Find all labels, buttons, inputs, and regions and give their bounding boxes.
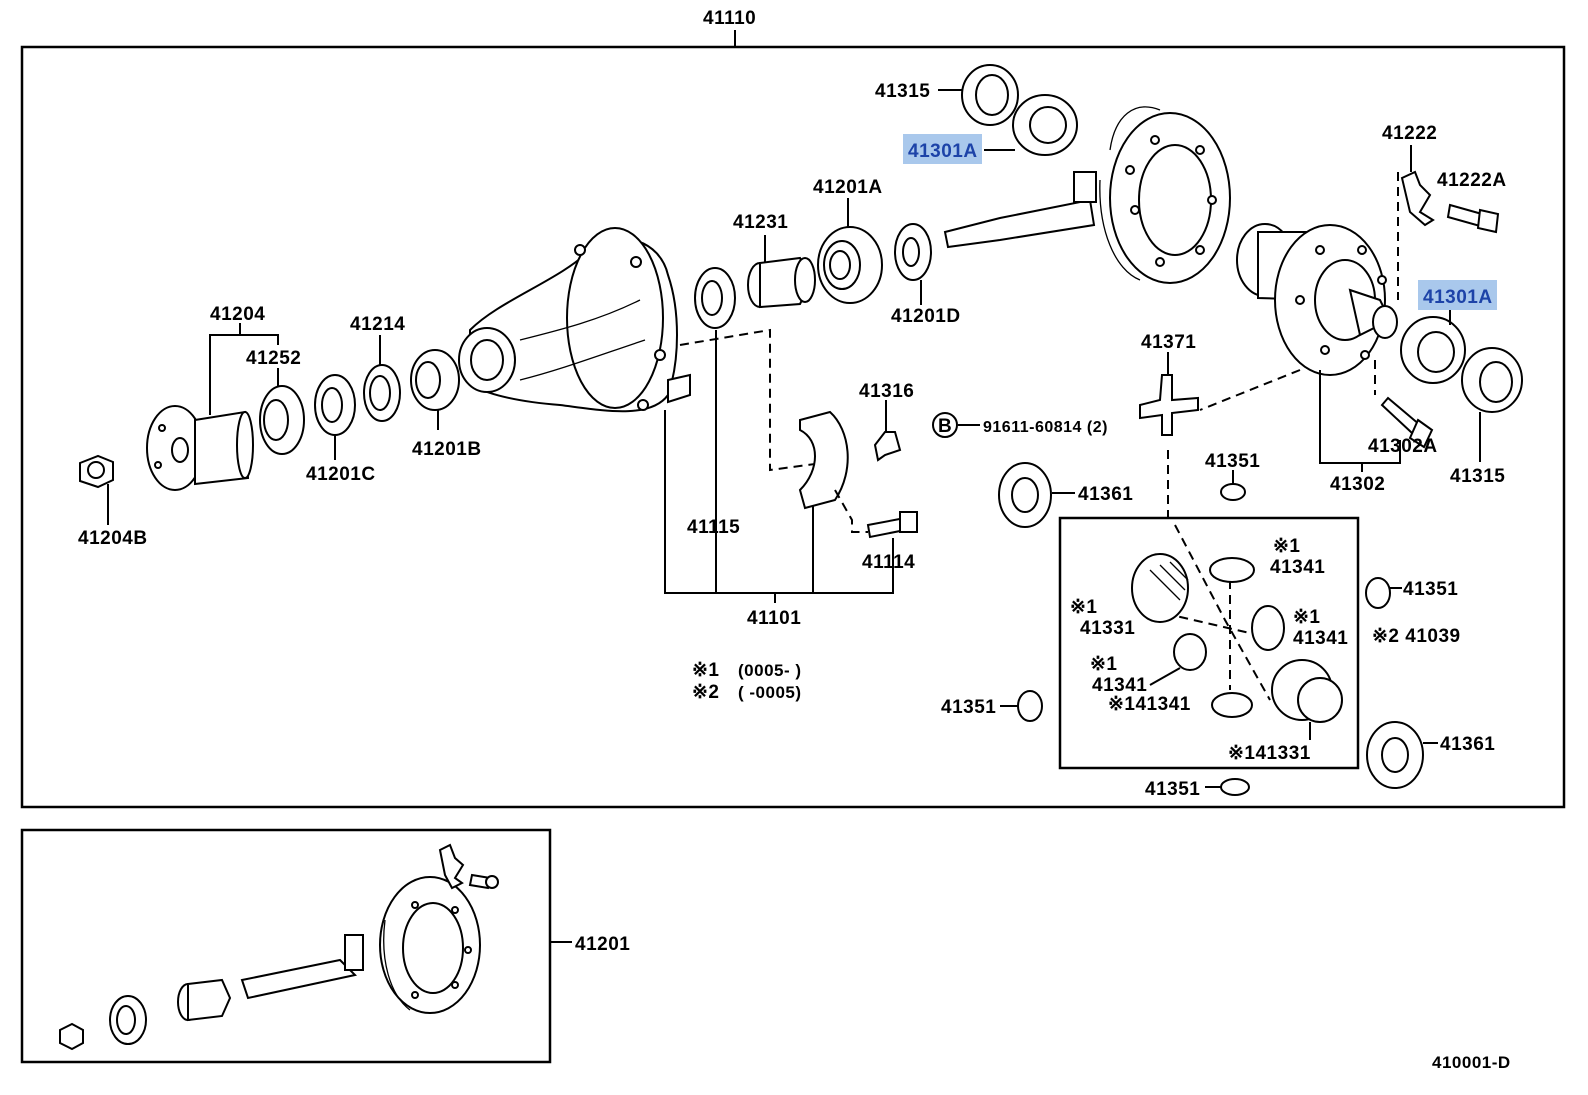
- bearing-41201C: [314, 374, 356, 436]
- label-41361-b[interactable]: 41361: [1440, 734, 1495, 755]
- mark-1-d: ※1: [1090, 654, 1118, 675]
- label-41315-right[interactable]: 41315: [1450, 466, 1505, 487]
- label-41341-d[interactable]: ※141341: [1108, 694, 1191, 715]
- label-41371[interactable]: 41371: [1141, 332, 1196, 353]
- cross-shaft-41371: [1139, 374, 1199, 436]
- label-41222[interactable]: 41222: [1382, 123, 1437, 144]
- label-41201D[interactable]: 41201D: [891, 306, 961, 327]
- label-41252[interactable]: 41252: [246, 348, 301, 369]
- bearing-41301A-top: [1012, 94, 1078, 156]
- lock-plate-41222: [1400, 170, 1435, 227]
- washer-41361-b: [1366, 721, 1424, 789]
- label-41214[interactable]: 41214: [350, 314, 405, 335]
- note-2-mark: ※2: [692, 682, 720, 703]
- bearing-41301A-right: [1400, 316, 1466, 384]
- label-41361-a[interactable]: 41361: [1078, 484, 1133, 505]
- label-41351-a[interactable]: 41351: [1205, 451, 1260, 472]
- washer-41351-a: [1220, 483, 1246, 501]
- label-41341-c[interactable]: 41341: [1092, 675, 1147, 696]
- label-41301A-top[interactable]: 41301A: [908, 141, 978, 162]
- bearing-cup-41315-right: [1461, 347, 1523, 413]
- label-41301A-right[interactable]: 41301A: [1423, 287, 1493, 308]
- note-1-text: (0005- ): [738, 661, 802, 680]
- pinion-gear-41341-d: [1211, 692, 1253, 718]
- bolt-ref-letter: B: [938, 416, 952, 437]
- note-2-text: ( -0005): [738, 683, 802, 702]
- label-41201B[interactable]: 41201B: [412, 439, 482, 460]
- washer-41201D: [894, 223, 932, 281]
- label-41341-b[interactable]: 41341: [1293, 628, 1348, 649]
- spacer-41214: [363, 364, 401, 422]
- label-41351-c[interactable]: 41351: [941, 697, 996, 718]
- label-41351-d[interactable]: 41351: [1145, 779, 1200, 800]
- differential-case: [1236, 223, 1398, 376]
- label-41316[interactable]: 41316: [859, 381, 914, 402]
- mark-1-a: ※1: [1273, 536, 1301, 557]
- washer-41361-a: [998, 462, 1052, 528]
- label-41222A[interactable]: 41222A: [1437, 170, 1507, 191]
- label-41204B[interactable]: 41204B: [78, 528, 148, 549]
- label-41351-b[interactable]: 41351: [1403, 579, 1458, 600]
- label-41101[interactable]: 41101: [747, 608, 801, 629]
- sub-assembly-parts: [59, 843, 499, 1051]
- oil-seal: [259, 385, 305, 455]
- bearing-cap: [798, 410, 849, 510]
- pinion-gear-41341-a: [1209, 557, 1255, 583]
- bolt-ref-symbol: [932, 412, 958, 438]
- label-41201A[interactable]: 41201A: [813, 177, 883, 198]
- pinion-gear-41341-c: [1173, 633, 1207, 671]
- label-41341-a[interactable]: 41341: [1270, 557, 1325, 578]
- pinion-gear-41341-b: [1251, 605, 1285, 651]
- differential-carrier: [458, 227, 691, 413]
- washer-41351-b: [1365, 577, 1391, 609]
- mark-1-b: ※1: [1070, 597, 1098, 618]
- companion-flange: [146, 405, 254, 491]
- washer-41351-d: [1220, 778, 1250, 796]
- oil-seal-41115: [694, 267, 736, 329]
- label-41201[interactable]: 41201: [575, 934, 630, 955]
- figure-code: 410001-D: [1432, 1053, 1511, 1072]
- bolt-41302A: [1380, 396, 1434, 449]
- label-41302[interactable]: 41302: [1330, 474, 1385, 495]
- side-gear-41331-a: [1131, 553, 1189, 623]
- note-1-mark: ※1: [692, 660, 720, 681]
- highlight-41301A-top: [903, 134, 982, 164]
- label-41110[interactable]: 41110: [703, 8, 756, 29]
- bolt-41222A: [1446, 203, 1500, 234]
- nut: [79, 454, 114, 489]
- bearing-cup-41315-top: [961, 64, 1019, 126]
- bearing-41201A: [817, 226, 883, 304]
- label-41231[interactable]: 41231: [733, 212, 788, 233]
- ring-gear-and-pinion: [943, 106, 1231, 284]
- label-41114[interactable]: 41114: [862, 552, 915, 573]
- label-41201C[interactable]: 41201C: [306, 464, 376, 485]
- washer-41351-c: [1017, 690, 1043, 722]
- side-gear-41331-b: [1271, 659, 1343, 723]
- bearing-41201B: [410, 349, 460, 411]
- label-41331-a[interactable]: 41331: [1080, 618, 1135, 639]
- differential-inner-frame: [1058, 516, 1360, 770]
- label-41204[interactable]: 41204: [210, 304, 265, 325]
- mark-1-c: ※1: [1293, 607, 1321, 628]
- label-41331-b[interactable]: ※141331: [1228, 743, 1311, 764]
- bolt-41114: [866, 511, 918, 539]
- label-41315-top[interactable]: 41315: [875, 81, 930, 102]
- sub-assembly-frame: [20, 828, 552, 1064]
- label-41039[interactable]: ※2 41039: [1372, 626, 1461, 647]
- bolt-ref-text[interactable]: 91611-60814 (2): [983, 419, 1108, 436]
- highlight-41301A-right: [1418, 280, 1497, 310]
- label-41115[interactable]: 41115: [687, 517, 740, 538]
- bracket-41316: [873, 431, 902, 462]
- main-assembly-frame: [20, 45, 1566, 809]
- spacer-41231: [747, 256, 816, 309]
- label-41302A[interactable]: 41302A: [1368, 436, 1438, 457]
